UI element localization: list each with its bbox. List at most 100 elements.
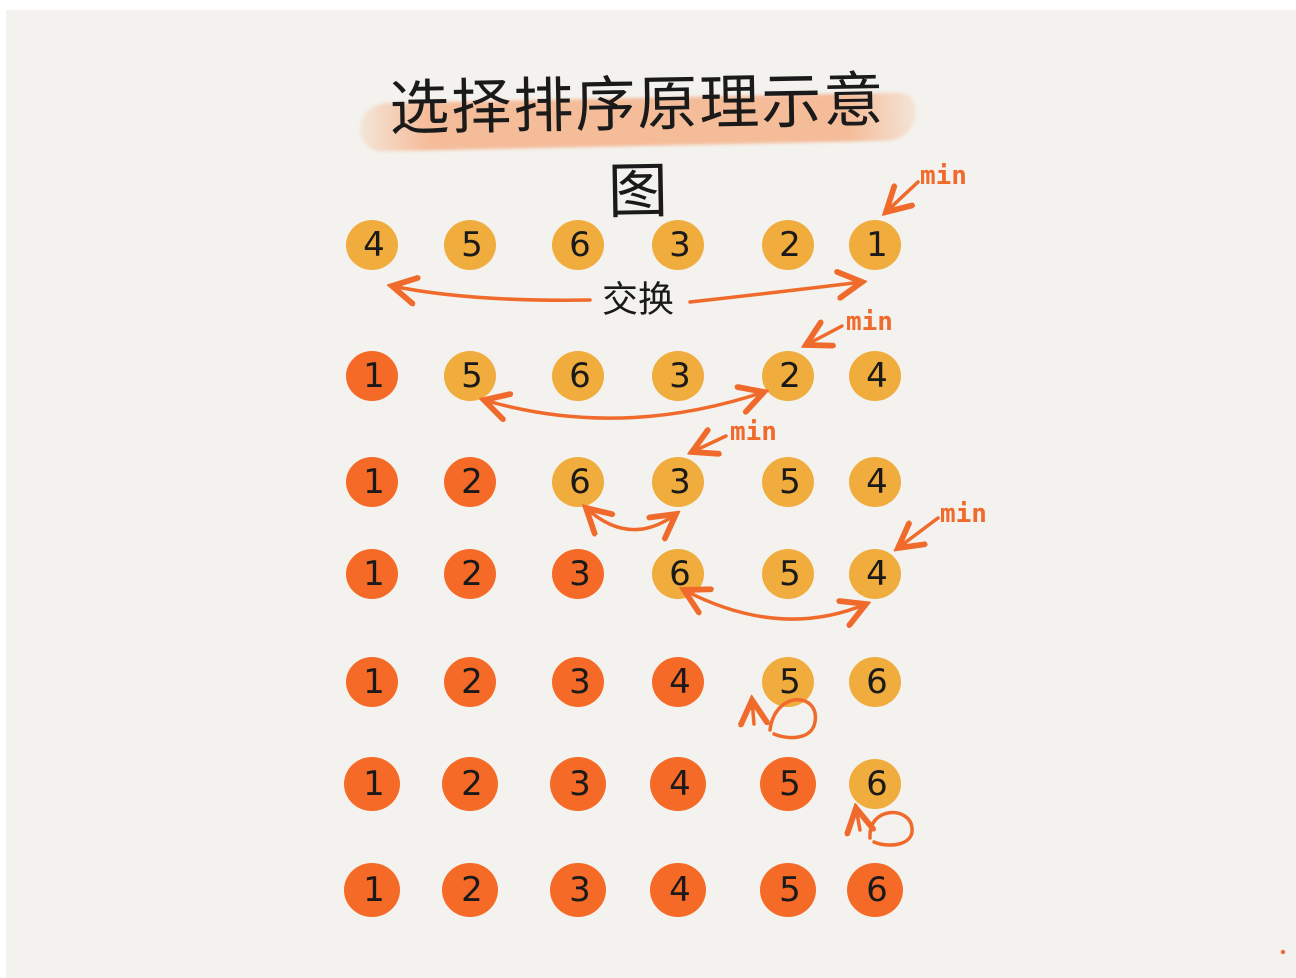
- sort-step-row: 4 5 6 3 2 1: [346, 220, 901, 270]
- element-value: 3: [669, 225, 691, 265]
- sorted-element-dot: [444, 549, 496, 599]
- element-value: 6: [569, 225, 591, 265]
- element-value: 6: [866, 870, 888, 910]
- sort-step-row: 1 2 3 6 5 4: [346, 549, 901, 599]
- sort-step-row: 1 5 6 3 2 4: [346, 351, 901, 401]
- unsorted-element-dot: [762, 457, 814, 507]
- sorted-element-dot: [552, 657, 604, 707]
- unsorted-element-dot: [762, 220, 814, 270]
- swap-arrow: [684, 590, 866, 619]
- sorted-element-dot: [344, 863, 400, 917]
- swap-arrow: [484, 392, 764, 418]
- element-value: 3: [569, 662, 591, 702]
- sorted-element-dot: [550, 863, 606, 917]
- stray-dot: [1280, 949, 1286, 955]
- element-value: 6: [866, 764, 888, 804]
- sorted-element-dot: [760, 757, 816, 811]
- sorted-element-dot: [552, 549, 604, 599]
- element-value: 2: [461, 870, 483, 910]
- element-value: 5: [461, 356, 483, 396]
- swap-arrow: [586, 508, 676, 530]
- sorted-element-dot: [442, 757, 498, 811]
- element-value: 6: [569, 462, 591, 502]
- min-label: min: [940, 499, 987, 529]
- element-value: 2: [461, 764, 483, 804]
- unsorted-element-dot: [444, 220, 496, 270]
- element-value: 5: [779, 764, 801, 804]
- element-value: 2: [779, 356, 801, 396]
- sort-step-row: 1 2 6 3 5 4: [346, 457, 901, 507]
- element-value: 2: [461, 462, 483, 502]
- swap-arrow-right: [688, 282, 862, 304]
- element-value: 4: [669, 764, 691, 804]
- sorted-element-dot: [346, 657, 398, 707]
- element-value: 1: [363, 662, 385, 702]
- sorted-element-dot: [650, 863, 706, 917]
- element-value: 4: [866, 462, 888, 502]
- unsorted-element-dot: [849, 759, 901, 809]
- element-value: 1: [363, 356, 385, 396]
- sort-step-row: 1 2 3 4 5 6: [344, 757, 901, 811]
- element-value: 5: [461, 225, 483, 265]
- sorted-element-dot: [847, 863, 903, 917]
- element-value: 1: [363, 462, 385, 502]
- frame-top: [0, 0, 1296, 10]
- min-label: min: [730, 417, 777, 447]
- min-pointer-arrow: [806, 326, 844, 345]
- self-swap-loop-head: [752, 700, 754, 724]
- unsorted-element-dot: [849, 457, 901, 507]
- unsorted-element-dot: [652, 220, 704, 270]
- sorted-element-dot: [346, 549, 398, 599]
- sorted-element-dot: [652, 657, 704, 707]
- element-value: 3: [569, 554, 591, 594]
- sorted-element-dot: [760, 863, 816, 917]
- min-pointer-arrow: [886, 180, 920, 212]
- sorted-element-dot: [444, 457, 496, 507]
- element-value: 6: [569, 356, 591, 396]
- element-value: 5: [779, 870, 801, 910]
- unsorted-element-dot: [849, 657, 901, 707]
- self-swap-loop: [768, 698, 817, 740]
- element-value: 3: [569, 764, 591, 804]
- element-value: 3: [669, 462, 691, 502]
- unsorted-element-dot: [849, 351, 901, 401]
- sorted-element-dot: [442, 863, 498, 917]
- frame-left: [0, 0, 6, 978]
- min-pointer-arrow: [692, 436, 728, 452]
- min-label: min: [846, 307, 893, 337]
- element-value: 1: [363, 764, 385, 804]
- element-value: 4: [669, 870, 691, 910]
- min-pointer-arrow: [898, 516, 940, 548]
- element-value: 2: [779, 225, 801, 265]
- element-value: 2: [461, 554, 483, 594]
- min-label: min: [920, 161, 967, 191]
- element-value: 6: [866, 662, 888, 702]
- sorted-element-dot: [444, 657, 496, 707]
- swap-arrow-left: [392, 286, 592, 300]
- element-value: 4: [866, 356, 888, 396]
- element-value: 4: [669, 662, 691, 702]
- unsorted-element-dot: [849, 220, 901, 270]
- element-value: 5: [779, 554, 801, 594]
- sort-step-row: 1 2 3 4 5 6: [344, 863, 903, 917]
- unsorted-element-dot: [652, 457, 704, 507]
- unsorted-element-dot: [552, 220, 604, 270]
- element-value: 1: [866, 225, 888, 265]
- self-swap-loop-head: [856, 808, 860, 830]
- element-value: 3: [569, 870, 591, 910]
- element-value: 3: [669, 356, 691, 396]
- element-value: 4: [363, 225, 385, 265]
- element-value: 5: [779, 462, 801, 502]
- element-value: 4: [866, 554, 888, 594]
- sorted-element-dot: [550, 757, 606, 811]
- unsorted-element-dot: [762, 657, 814, 707]
- element-value: 6: [669, 554, 691, 594]
- element-value: 1: [363, 554, 385, 594]
- unsorted-element-dot: [346, 220, 398, 270]
- element-value: 1: [363, 870, 385, 910]
- sorted-element-dot: [650, 757, 706, 811]
- sorted-element-dot: [346, 351, 398, 401]
